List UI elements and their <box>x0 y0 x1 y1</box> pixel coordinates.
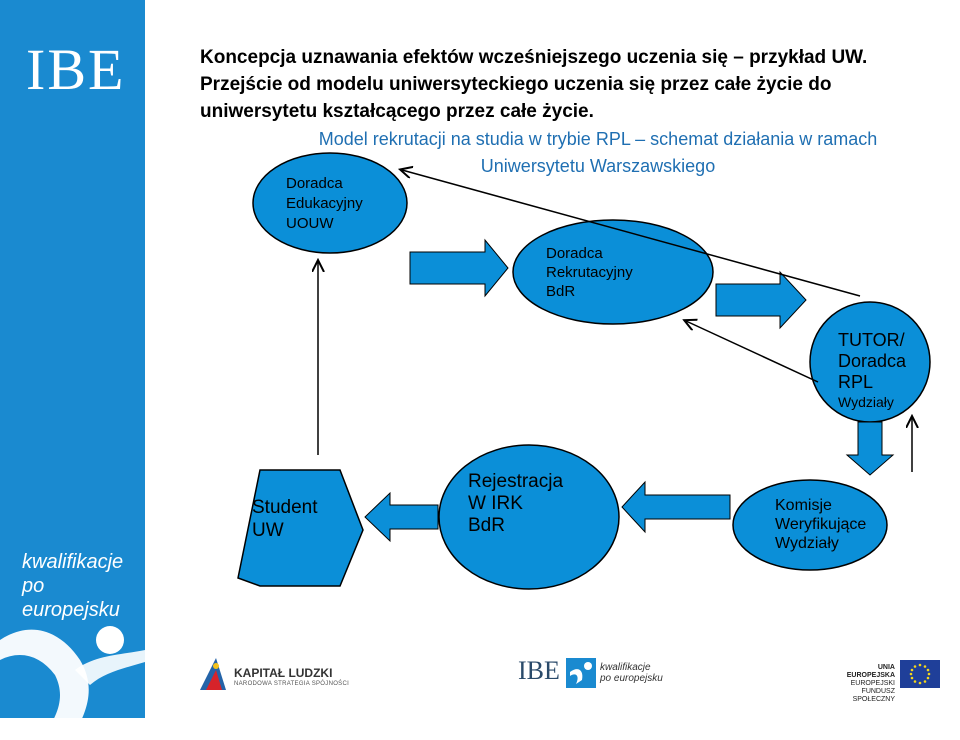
label-rejestracja: Rejestracja W IRK BdR <box>468 471 563 537</box>
subtitle-line1: Model rekrutacji na studia w trybie RPL … <box>318 129 878 149</box>
eu-flag-icon <box>900 660 940 688</box>
kapital-ludzki-sub: NARODOWA STRATEGIA SPÓJNOŚCI <box>234 681 350 687</box>
block-arrow-to-tutor <box>715 270 807 330</box>
kom-line2: Weryfikujące <box>775 516 867 533</box>
block-arrow-rejestracja-to-student <box>364 491 439 543</box>
kapital-ludzki-title: KAPITAŁ LUDZKI <box>234 666 333 680</box>
tutor-line4: Wydziały <box>838 394 894 410</box>
rej-line3: BdR <box>468 515 505 536</box>
edu-line3: UOUW <box>286 215 334 232</box>
rej-line1: Rejestracja <box>468 471 564 492</box>
tutor-line3: RPL <box>838 372 874 392</box>
title-line1: Koncepcja uznawania efektów wcześniejsze… <box>200 47 868 68</box>
label-tutor: TUTOR/ Doradca RPL Wydziały <box>838 330 906 411</box>
line-arrow-tutor-to-rekrutacyjny <box>686 321 819 383</box>
label-komisje: Komisje Weryfikujące Wydziały <box>775 496 866 553</box>
kom-line3: Wydziały <box>775 535 839 552</box>
kwalifikacje-footer-text: kwalifikacje po europejsku <box>600 662 663 684</box>
edu-line1: Doradca <box>286 175 343 192</box>
ibe-footer-logo: IBE <box>518 656 560 685</box>
tutor-line2: Doradca <box>838 351 907 371</box>
tagline-line2: po europejsku <box>22 575 120 621</box>
node-rejestracja <box>438 444 620 590</box>
figure-logo-icon <box>0 626 145 740</box>
node-doradca-rekrutacyjny <box>512 219 714 325</box>
ue-text: UNIA EUROPEJSKA EUROPEJSKI FUNDUSZ SPOŁE… <box>835 664 895 704</box>
edu-line2: Edukacyjny <box>286 195 363 212</box>
kw-footer-line1: kwalifikacje <box>600 662 651 673</box>
block-arrow-down-tutor <box>845 421 895 476</box>
block-arrow-to-rekrutacyjny <box>409 238 509 298</box>
rek-line2: Rekrutacyjny <box>546 264 633 281</box>
page-title: Koncepcja uznawania efektów wcześniejsze… <box>200 44 920 125</box>
ibe-logo: IBE <box>26 37 126 102</box>
ue-line1: UNIA EUROPEJSKA <box>846 664 895 679</box>
sidebar-tagline: kwalifikacje po europejsku <box>22 550 145 622</box>
tutor-line1: TUTOR/ <box>838 330 905 350</box>
subtitle-line2: Uniwersytetu Warszawskiego <box>480 156 716 176</box>
node-doradca-edukacyjny <box>252 152 408 254</box>
diagram-subtitle: Model rekrutacji na studia w trybie RPL … <box>258 126 938 180</box>
ue-line2: EUROPEJSKI <box>850 680 895 687</box>
title-line3: uniwersytetu kształcącego przez całe życ… <box>200 101 594 122</box>
tagline-line1: kwalifikacje <box>22 551 124 573</box>
node-student <box>237 469 364 587</box>
rek-line3: BdR <box>546 283 576 300</box>
node-komisje <box>732 479 888 571</box>
student-line1: Student <box>252 497 318 518</box>
ue-line3: FUNDUSZ SPOŁECZNY <box>852 688 895 703</box>
kom-line1: Komisje <box>775 497 832 514</box>
sidebar: IBE kwalifikacje po europejsku <box>0 0 145 740</box>
flow-diagram <box>237 152 931 590</box>
footer-logos <box>145 640 960 718</box>
label-doradca-edukacyjny: Doradca Edukacyjny UOUW <box>286 174 363 234</box>
student-line2: UW <box>252 520 284 541</box>
label-student: Student UW <box>252 496 318 542</box>
rek-line1: Doradca <box>546 245 603 262</box>
title-line2: Przejście od modelu uniwersyteckiego ucz… <box>200 74 832 95</box>
line-arrow-tutor-to-edukacyjny <box>402 170 861 297</box>
rej-line2: W IRK <box>468 493 523 514</box>
label-doradca-rekrutacyjny: Doradca Rekrutacyjny BdR <box>546 244 633 301</box>
block-arrow-komisje-to-rejestracja <box>621 480 731 534</box>
kwalifikacje-footer-icon <box>566 658 596 688</box>
kapital-ludzki-icon <box>200 658 226 690</box>
kw-footer-line2: po europejsku <box>600 673 663 684</box>
